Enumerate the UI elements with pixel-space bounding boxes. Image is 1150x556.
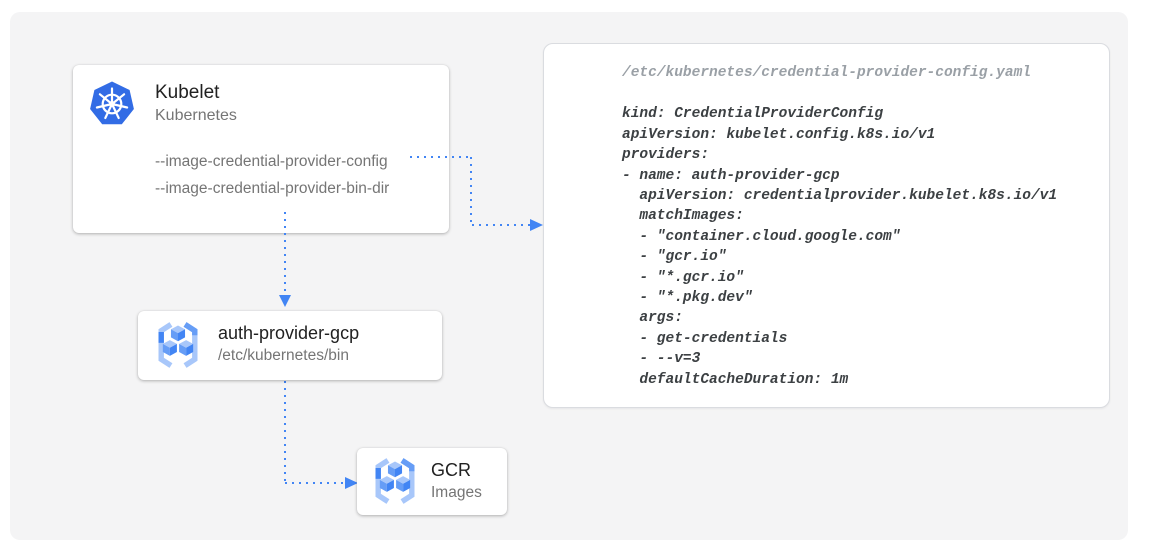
config-to-yaml-arrowhead-icon bbox=[530, 219, 543, 231]
kubelet-card: Kubelet Kubernetes --image-credential-pr… bbox=[73, 65, 449, 233]
gcr-title: GCR bbox=[431, 460, 471, 480]
config-to-yaml-arrow-segment bbox=[472, 224, 530, 226]
yaml-config-panel: /etc/kubernetes/credential-provider-conf… bbox=[543, 43, 1110, 408]
auth-provider-title: auth-provider-gcp bbox=[218, 323, 360, 343]
auth-to-gcr-arrow-segment bbox=[284, 381, 286, 483]
kubelet-flag-config: --image-credential-provider-config bbox=[155, 153, 388, 170]
config-to-yaml-arrow-segment bbox=[470, 157, 472, 225]
kubelet-flags: --image-credential-provider-config --ima… bbox=[155, 148, 389, 202]
yaml-code: kind: CredentialProviderConfig apiVersio… bbox=[622, 106, 1058, 388]
kubelet-flag-bin-dir: --image-credential-provider-bin-dir bbox=[155, 180, 390, 197]
auth-to-gcr-arrowhead-icon bbox=[345, 477, 358, 489]
gcr-card: GCR Images bbox=[357, 448, 507, 515]
container-registry-icon bbox=[375, 458, 415, 504]
config-to-yaml-arrow-segment bbox=[410, 156, 472, 158]
gcr-subtitle: Images bbox=[431, 484, 482, 501]
kubelet-to-auth-arrow-segment bbox=[284, 212, 286, 295]
yaml-file-path: /etc/kubernetes/credential-provider-conf… bbox=[622, 65, 1031, 81]
auth-provider-path: /etc/kubernetes/bin bbox=[218, 347, 349, 364]
auth-provider-card: auth-provider-gcp /etc/kubernetes/bin bbox=[138, 311, 442, 380]
container-registry-icon bbox=[158, 322, 198, 368]
kubelet-to-auth-arrowhead-icon bbox=[279, 295, 291, 307]
kubernetes-icon bbox=[90, 81, 134, 125]
auth-to-gcr-arrow-segment bbox=[285, 482, 345, 484]
kubelet-title: Kubelet bbox=[155, 82, 220, 103]
kubelet-subtitle: Kubernetes bbox=[155, 107, 237, 124]
